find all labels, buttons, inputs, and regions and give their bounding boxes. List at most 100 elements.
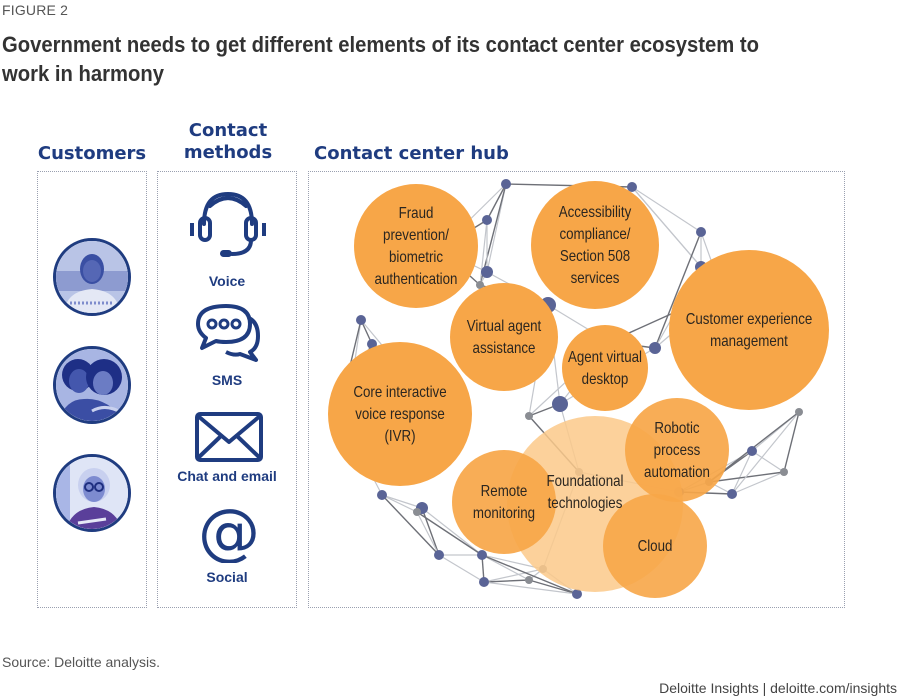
hub-bubbles [328, 181, 829, 598]
hub-bubble-label: voice response [355, 406, 445, 423]
hub-bubble-virtual-agent [450, 283, 558, 391]
figure-title: Government needs to get different elemen… [2, 32, 759, 86]
network-edge [731, 471, 785, 495]
hub-bubble-label: assistance [473, 340, 536, 357]
older-woman-portrait-icon [56, 457, 128, 529]
hub-bubble-accessibility [531, 181, 659, 309]
hub-bubble-label: Fraud [399, 205, 434, 222]
envelope-icon [195, 412, 263, 462]
network-edge [654, 231, 702, 349]
contact-method-label: Voice [208, 273, 246, 289]
hub-bubble-cloud [603, 494, 707, 598]
hub-bubble-remote [452, 450, 556, 554]
network-edge [783, 411, 800, 473]
hub-bubble-label-group-ivr: Core interactive voice response (IVR) [353, 384, 446, 445]
network-node [747, 446, 757, 456]
network-node [356, 315, 366, 325]
network-edge [416, 511, 483, 556]
contact-methods-heading-line1: Contact [188, 120, 268, 141]
network-node [482, 215, 492, 225]
man-portrait-icon [56, 241, 128, 313]
hub-bubble-label: monitoring [473, 505, 535, 522]
network-node [696, 227, 706, 237]
network-node [479, 577, 489, 587]
credit-line: Deloitte Insights | deloitte.com/insight… [659, 680, 897, 696]
customers-heading: Customers [37, 143, 147, 164]
network-edge [416, 511, 440, 556]
hub-bubble-customer-experience [669, 250, 829, 410]
hub-bubble-label-group-remote: Remote monitoring [473, 483, 535, 522]
contact-method-label: Social [206, 569, 248, 585]
hub-bubble-label-group-foundational: Foundational technologies [547, 473, 624, 512]
hub-bubble-label-group-agent-desktop: Agent virtual desktop [568, 349, 642, 388]
hub-bubble-label: (IVR) [384, 428, 415, 445]
network-edge [631, 186, 702, 233]
hub-bubble-label: Agent virtual [568, 349, 642, 366]
chat-bubbles-icon [196, 304, 260, 362]
hub-bubble-label: Core interactive [353, 384, 446, 401]
hub-bubble-label: automation [644, 464, 710, 481]
network-edge [486, 183, 507, 221]
source-note: Source: Deloitte analysis. [2, 654, 160, 670]
hub-bubble-labels: Fraudprevention/biometricauthenticationA… [353, 204, 812, 555]
network-node [367, 339, 377, 349]
hub-bubble-agent-desktop [562, 325, 648, 411]
network-edge [381, 494, 423, 509]
network-node [795, 408, 803, 416]
network-edge [481, 554, 544, 570]
customer-avatar [53, 346, 131, 424]
hub-bubble-label: Customer experience [686, 311, 813, 328]
contact-methods-heading-line2: methods [183, 142, 273, 163]
hub-bubble-label: Cloud [638, 538, 673, 555]
network-edge [481, 554, 530, 581]
contact-methods-heading: Contact methods [158, 120, 298, 164]
network-edge [421, 507, 483, 556]
network-edge [528, 579, 578, 595]
network-node [434, 550, 444, 560]
hub-bubble-label: technologies [548, 495, 623, 512]
hub-bubble-robotic [625, 398, 729, 502]
network-node [780, 468, 788, 476]
hub-bubble-label: Section 508 [560, 248, 630, 265]
network-node [525, 412, 533, 420]
svg-text:@: @ [200, 505, 258, 563]
network-node [727, 489, 737, 499]
network-edge [481, 554, 578, 595]
hub-bubble-fraud [354, 184, 478, 308]
hub-bubble-label: compliance/ [559, 226, 631, 243]
network-edge [421, 507, 440, 556]
hub-bubble-label: Remote [481, 483, 528, 500]
network-node [649, 342, 661, 354]
network-edge [751, 450, 785, 473]
contact-methods-panel [157, 171, 297, 608]
hub-panel [308, 171, 845, 608]
hub-bubble-label: biometric [389, 249, 443, 266]
customer-avatar [53, 454, 131, 532]
network-node [627, 182, 637, 192]
headset-icon [190, 191, 266, 257]
network-edge [483, 579, 530, 583]
network-node [377, 490, 387, 500]
hub-bubble-label: desktop [582, 371, 629, 388]
hub-bubble-label: authentication [375, 271, 458, 288]
network-node [525, 576, 533, 584]
network-edge [479, 219, 488, 286]
customers-panel [37, 171, 147, 608]
contact-method-label: Chat and email [177, 468, 277, 484]
network-edge [381, 494, 440, 556]
hub-bubble-label-group-cloud: Cloud [638, 538, 673, 555]
hub-bubble-label: Accessibility [559, 204, 632, 221]
customer-avatar [53, 238, 131, 316]
network-node [481, 266, 493, 278]
hub-bubble-label: Foundational [547, 473, 624, 490]
network-node [572, 589, 582, 599]
hub-bubble-label: process [654, 442, 701, 459]
network-edge [483, 581, 578, 595]
network-node [413, 508, 421, 516]
network-edge [381, 494, 418, 513]
